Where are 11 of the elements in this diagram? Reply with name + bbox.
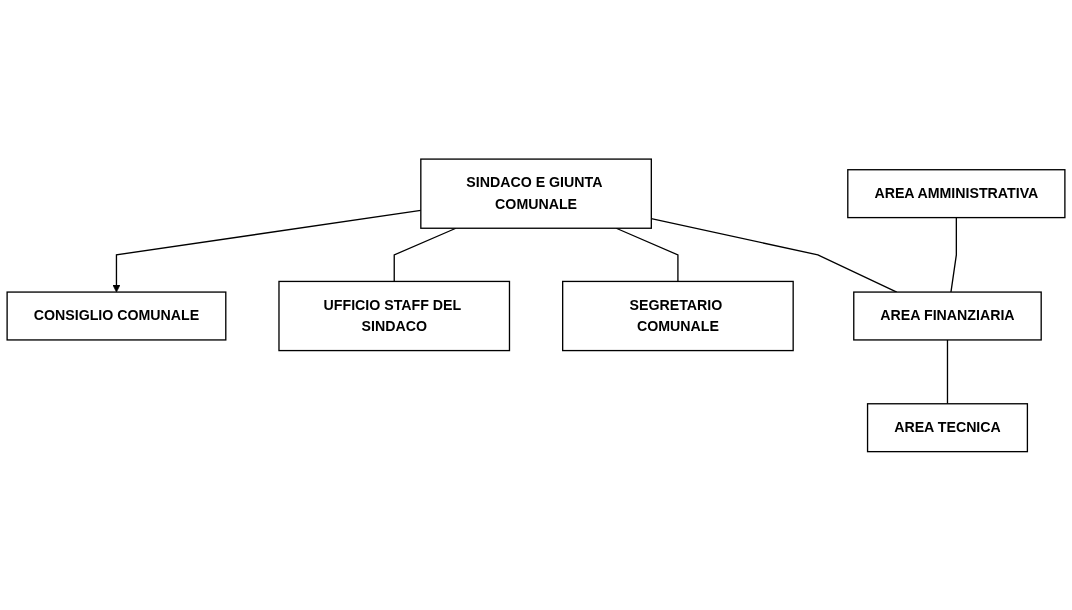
node-box: AREA FINANZIARIA xyxy=(853,291,1042,341)
node-box: SEGRETARIO COMUNALE xyxy=(562,280,794,351)
node-box: AREA TECNICA xyxy=(866,402,1029,452)
node-box: UFFICIO STAFF DEL SINDACO xyxy=(278,280,511,351)
connector xyxy=(615,227,679,282)
node-box: SINDACO E GIUNTA COMUNALE xyxy=(420,158,652,229)
connector xyxy=(950,216,957,293)
node-box: AREA AMMINISTRATIVA xyxy=(847,168,1066,218)
connector xyxy=(946,338,949,405)
connector xyxy=(393,227,457,282)
node-box: CONSIGLIO COMUNALE xyxy=(6,291,227,341)
